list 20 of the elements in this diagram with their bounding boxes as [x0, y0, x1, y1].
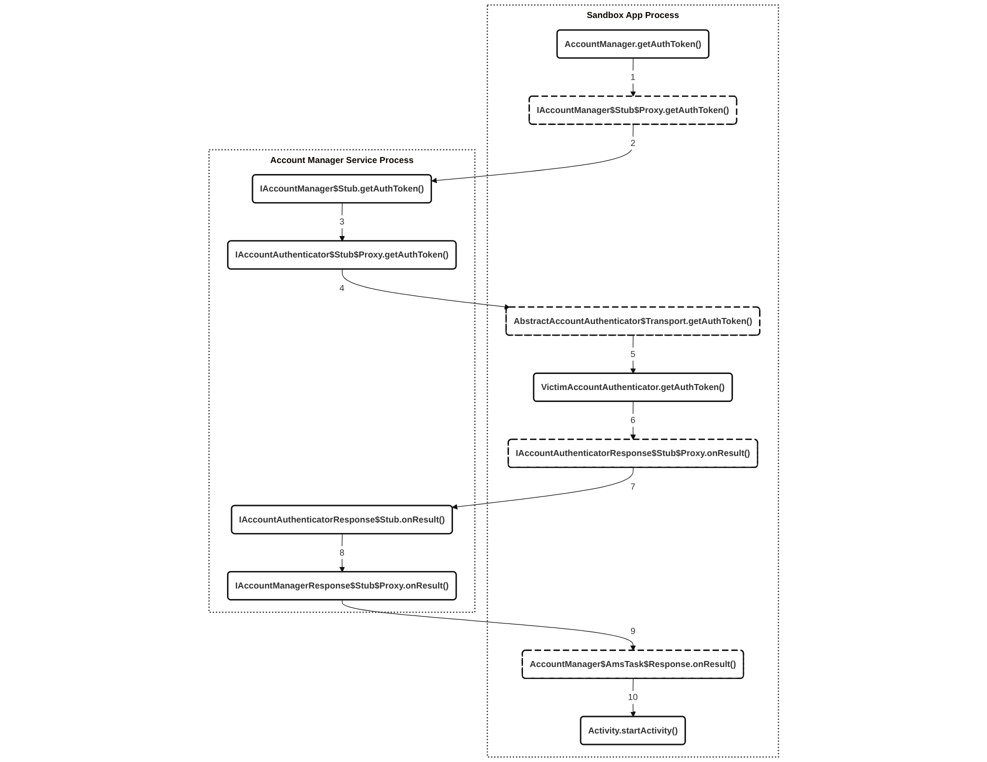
- edge-label: 6: [630, 415, 636, 425]
- arrow: [339, 202, 345, 242]
- edge-label: 5: [630, 348, 636, 359]
- edge-label: 2: [630, 138, 636, 148]
- edge-label: 3: [339, 216, 344, 227]
- arrow: [342, 600, 636, 651]
- edge-label: 10: [628, 692, 638, 702]
- edge-label: 9: [630, 626, 636, 636]
- edge-label: 4: [339, 282, 344, 293]
- arrow: [452, 467, 634, 510]
- arrow: [339, 534, 345, 572]
- edge-label: 8: [339, 547, 344, 558]
- edge-label: 7: [630, 481, 636, 492]
- arrow: [630, 678, 636, 717]
- edge-label: 1: [630, 72, 636, 82]
- arrow: [630, 401, 636, 440]
- arrow: [630, 58, 636, 97]
- arrow: [342, 268, 510, 310]
- arrow: [630, 335, 636, 374]
- arrow: [431, 124, 634, 184]
